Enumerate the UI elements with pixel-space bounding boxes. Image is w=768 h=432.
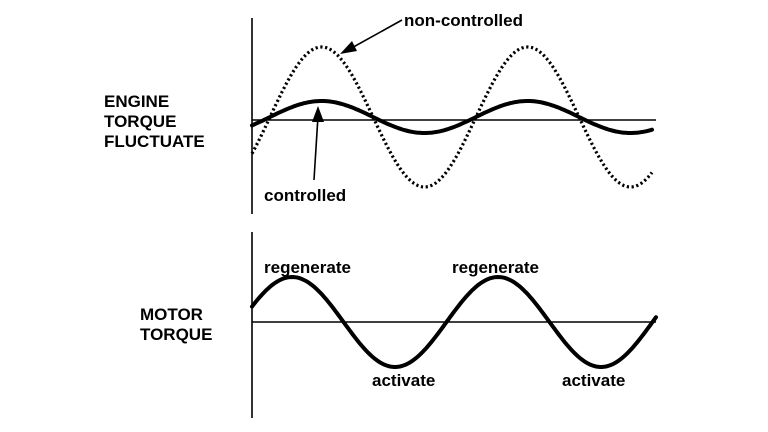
non-controlled-label: non-controlled bbox=[404, 11, 523, 30]
controlled-arrow bbox=[313, 115, 319, 181]
non-controlled-arrowhead bbox=[340, 41, 357, 54]
engine-axis-label-line3: FLUCTUATE bbox=[104, 132, 205, 151]
engine-axis-label-line2: TORQUE bbox=[104, 112, 176, 131]
regenerate-label-2: regenerate bbox=[452, 258, 539, 277]
activate-label-1: activate bbox=[372, 371, 435, 390]
motor-axis-label-line1: MOTOR bbox=[140, 305, 203, 324]
non-controlled-arrow bbox=[347, 19, 403, 51]
engine-noncontrolled-curve bbox=[250, 45, 654, 189]
motor-torque-curve bbox=[250, 274, 658, 369]
engine-axis-label-line1: ENGINE bbox=[104, 92, 169, 111]
regenerate-label-1: regenerate bbox=[264, 258, 351, 277]
controlled-label: controlled bbox=[264, 186, 346, 205]
motor-axis-label-line2: TORQUE bbox=[140, 325, 212, 344]
activate-label-2: activate bbox=[562, 371, 625, 390]
engine-controlled-curve bbox=[250, 99, 654, 135]
controlled-arrowhead bbox=[312, 106, 324, 122]
